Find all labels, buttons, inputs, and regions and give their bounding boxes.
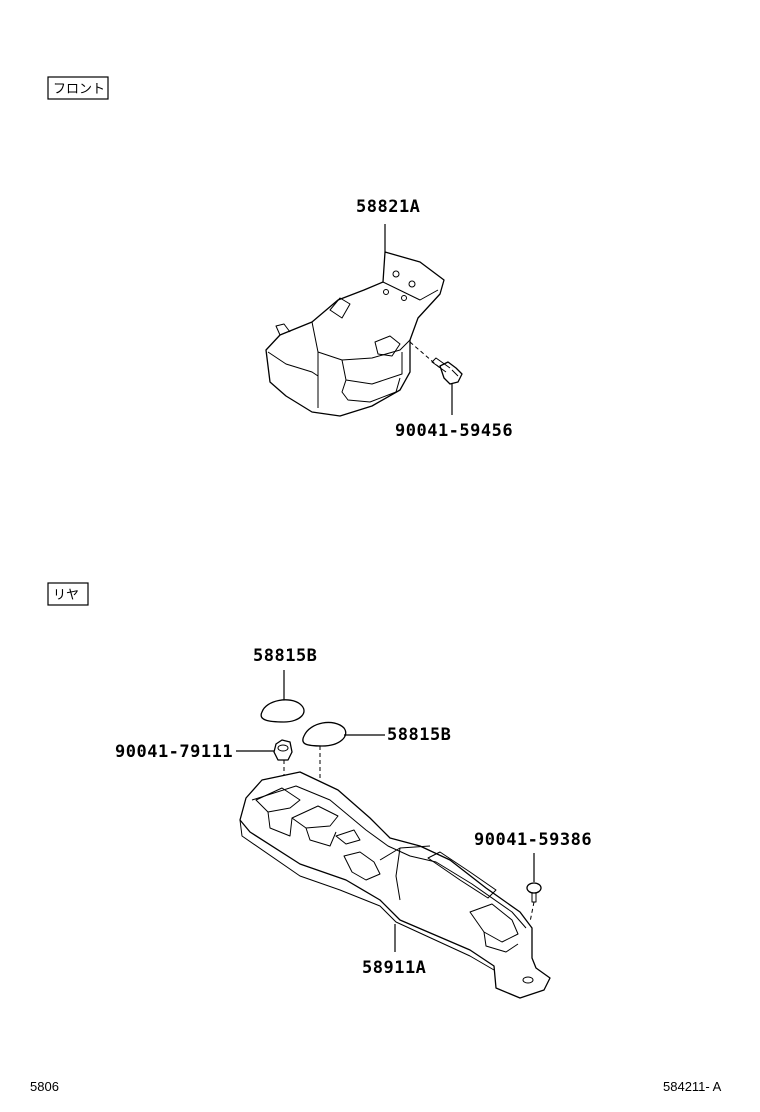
part-number-58821a[interactable]: 58821A bbox=[356, 197, 420, 217]
front-section-tag: フロント bbox=[47, 76, 109, 100]
nut-clip[interactable] bbox=[273, 739, 293, 761]
front-section-label: フロント bbox=[53, 82, 105, 97]
rear-screw-dash bbox=[529, 901, 535, 923]
front-console-panel[interactable] bbox=[265, 251, 445, 417]
part-number-90041-59386[interactable]: 90041-59386 bbox=[474, 830, 592, 850]
cap-upper[interactable] bbox=[260, 699, 305, 723]
part-number-90041-59456[interactable]: 90041-59456 bbox=[395, 421, 513, 441]
part-number-90041-79111[interactable]: 90041-79111 bbox=[115, 742, 233, 762]
part-number-58911a[interactable]: 58911A bbox=[362, 958, 426, 978]
footer-left-code: 5806 bbox=[30, 1079, 59, 1094]
front-screw[interactable] bbox=[431, 357, 463, 385]
rear-screw[interactable] bbox=[526, 882, 542, 903]
rear-section-tag: リヤ bbox=[47, 582, 89, 606]
rear-console-box[interactable] bbox=[239, 771, 551, 999]
cap-right[interactable] bbox=[302, 721, 347, 747]
part-number-58815b-right[interactable]: 58815B bbox=[387, 725, 451, 745]
part-number-58815b-upper[interactable]: 58815B bbox=[253, 646, 317, 666]
rear-section-label: リヤ bbox=[53, 588, 79, 603]
footer-right-code: 584211- A bbox=[663, 1079, 722, 1094]
